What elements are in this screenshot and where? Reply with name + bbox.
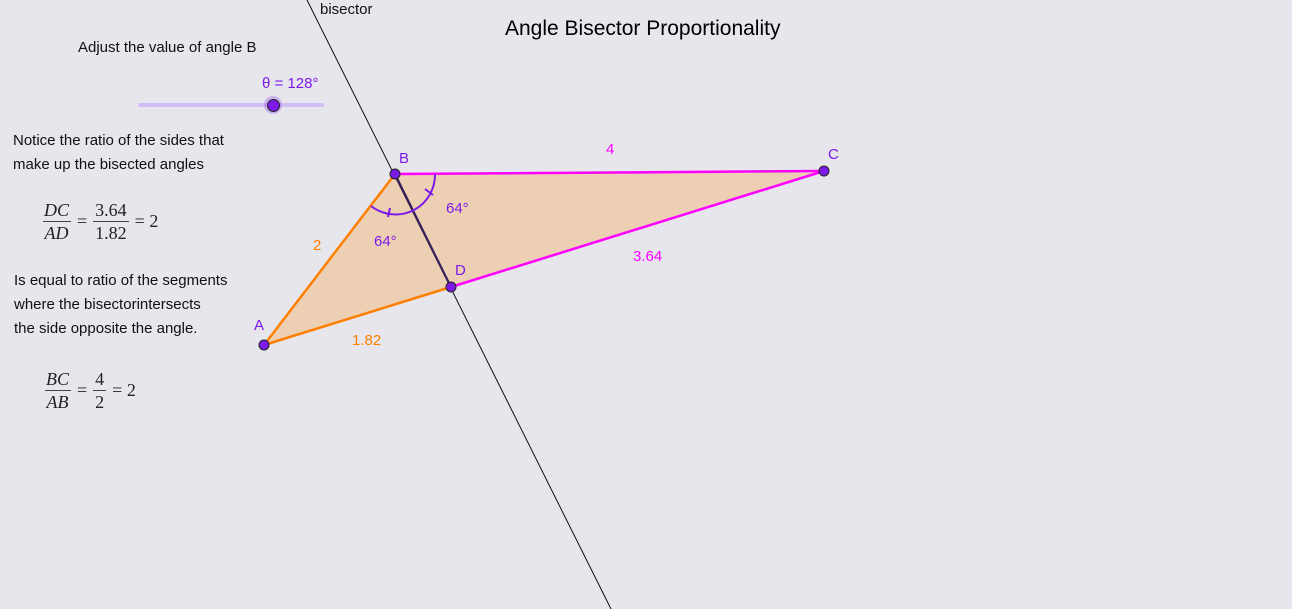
- formula-segment-ratio: BC AB = 4 2 = 2: [44, 368, 142, 413]
- point-D-label: D: [455, 262, 466, 279]
- segment-DC-length: 3.64: [633, 248, 663, 265]
- segment-BC[interactable]: [394, 169, 825, 176]
- slider-value-label: θ = 128°: [262, 75, 319, 92]
- bisector-line[interactable]: [306, 0, 612, 609]
- fraction-numerator: BC: [46, 369, 70, 389]
- segment-AD-length: 1.82: [352, 332, 382, 349]
- equal-line-3: the side opposite the angle.: [14, 320, 198, 337]
- equal-text: Is equal to ratio of the segments where …: [14, 269, 227, 341]
- angle-DBC-label: 64°: [446, 200, 469, 217]
- point-C[interactable]: [818, 165, 830, 177]
- fraction-numerator: DC: [44, 200, 70, 220]
- angle-arc-DBC: [413, 173, 437, 211]
- formula-result: = 2: [112, 380, 136, 400]
- angle-slider-knob[interactable]: [267, 99, 280, 112]
- fraction-denominator-value: 1.82: [93, 221, 129, 243]
- point-A[interactable]: [258, 339, 270, 351]
- fraction-denominator: AB: [44, 390, 71, 412]
- point-C-label: C: [828, 146, 839, 163]
- bisector-label: bisector: [320, 1, 373, 18]
- equals-sign: =: [77, 380, 88, 400]
- angle-arc-ABD: [370, 205, 415, 216]
- angle-tick-2: [424, 188, 434, 196]
- angle-slider-track[interactable]: [138, 103, 324, 107]
- fraction-values: 3.64 1.82: [93, 199, 129, 244]
- fraction-dc-ad: DC AD: [42, 199, 71, 244]
- fraction-bc-ab: BC AB: [44, 368, 71, 413]
- point-A-label: A: [254, 317, 265, 334]
- segment-DC[interactable]: [450, 169, 825, 289]
- formula-side-ratio: DC AD = 3.64 1.82 = 2: [42, 199, 164, 244]
- fraction-numerator-value: 4: [95, 369, 105, 389]
- equal-line-2: where the bisectorintersects: [14, 296, 201, 313]
- equal-line-1: Is equal to ratio of the segments: [14, 272, 228, 289]
- segment-BC-length: 4: [606, 141, 615, 158]
- notice-line-1: Notice the ratio of the sides that: [13, 132, 224, 149]
- angle-tick-1: [387, 207, 391, 218]
- formula-result: = 2: [134, 211, 159, 231]
- fraction-denominator-value: 2: [93, 390, 107, 412]
- equals-sign: =: [77, 211, 88, 231]
- point-B[interactable]: [389, 168, 401, 180]
- point-D[interactable]: [445, 281, 457, 293]
- point-B-label: B: [399, 150, 410, 167]
- angle-ABD-label: 64°: [374, 233, 397, 250]
- fraction-values: 4 2: [93, 368, 107, 413]
- segment-AB-length: 2: [313, 237, 322, 254]
- fraction-denominator: AD: [42, 221, 71, 243]
- page-title: Angle Bisector Proportionality: [505, 17, 781, 40]
- segment-AD[interactable]: [263, 285, 452, 347]
- adjust-instruction: Adjust the value of angle B: [78, 39, 257, 56]
- notice-text: Notice the ratio of the sides that make …: [13, 129, 224, 177]
- segment-AB[interactable]: [263, 173, 396, 346]
- fraction-numerator-value: 3.64: [95, 200, 127, 220]
- notice-line-2: make up the bisected angles: [13, 156, 204, 173]
- segment-BD: [394, 173, 452, 288]
